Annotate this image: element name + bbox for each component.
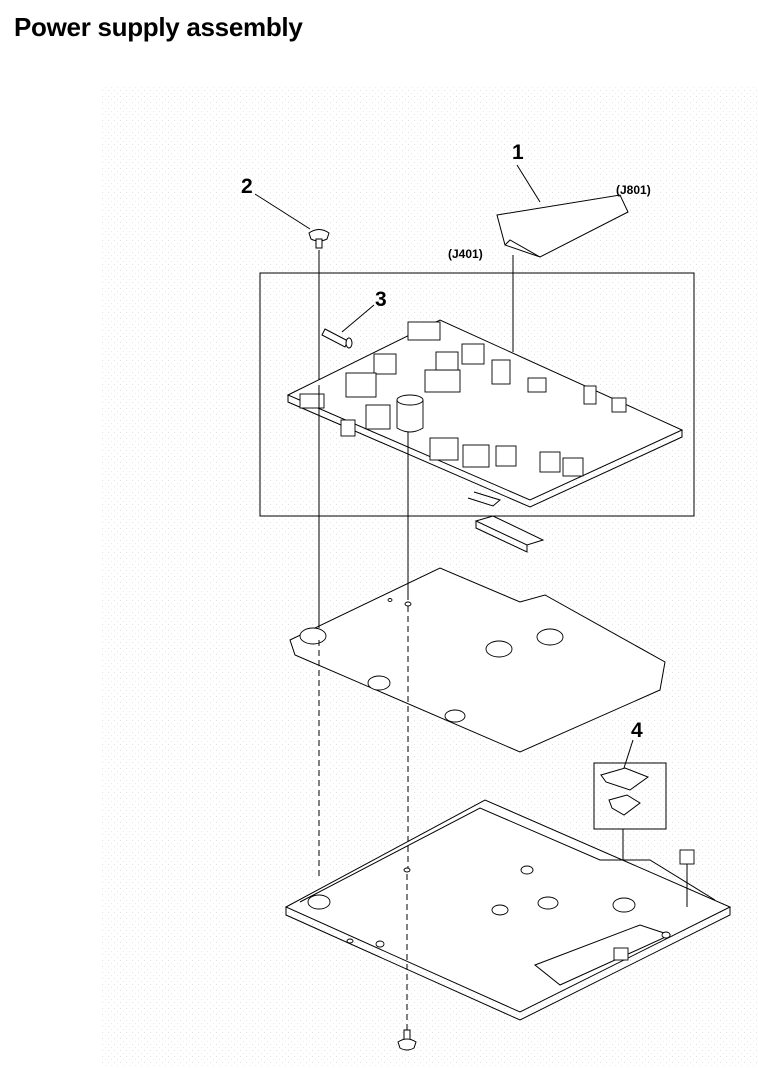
item-4-detail-frame — [593, 762, 667, 830]
cable-part — [496, 194, 629, 258]
board-detail-frame — [259, 272, 695, 517]
screw-part — [308, 229, 330, 249]
base-chassis-plate — [284, 799, 732, 1021]
page-title: Power supply assembly — [14, 12, 303, 42]
callout-2: 2 — [241, 175, 253, 198]
fuse-part — [321, 328, 353, 349]
power-supply-board — [286, 319, 684, 508]
connector-label-j401: (J401) — [448, 247, 483, 261]
bottom-screw-part — [397, 1029, 417, 1051]
connector-label-j801: (J801) — [616, 183, 651, 197]
board-bracket — [467, 491, 545, 553]
callout-1: 1 — [512, 141, 524, 164]
exploded-parts-diagram: 1 (J801) (J401) 2 3 — [100, 86, 758, 1068]
insulation-sheet — [289, 567, 666, 753]
callout-4: 4 — [631, 719, 643, 742]
diagram-canvas: 1 (J801) (J401) 2 3 — [100, 86, 758, 1068]
switch-holder-part — [600, 767, 650, 816]
callout-2-leader — [254, 193, 311, 230]
callout-4-leader — [623, 739, 634, 769]
callout-3-leader — [341, 304, 375, 333]
callout-3: 3 — [375, 288, 387, 311]
callout-1-leader — [516, 164, 541, 203]
